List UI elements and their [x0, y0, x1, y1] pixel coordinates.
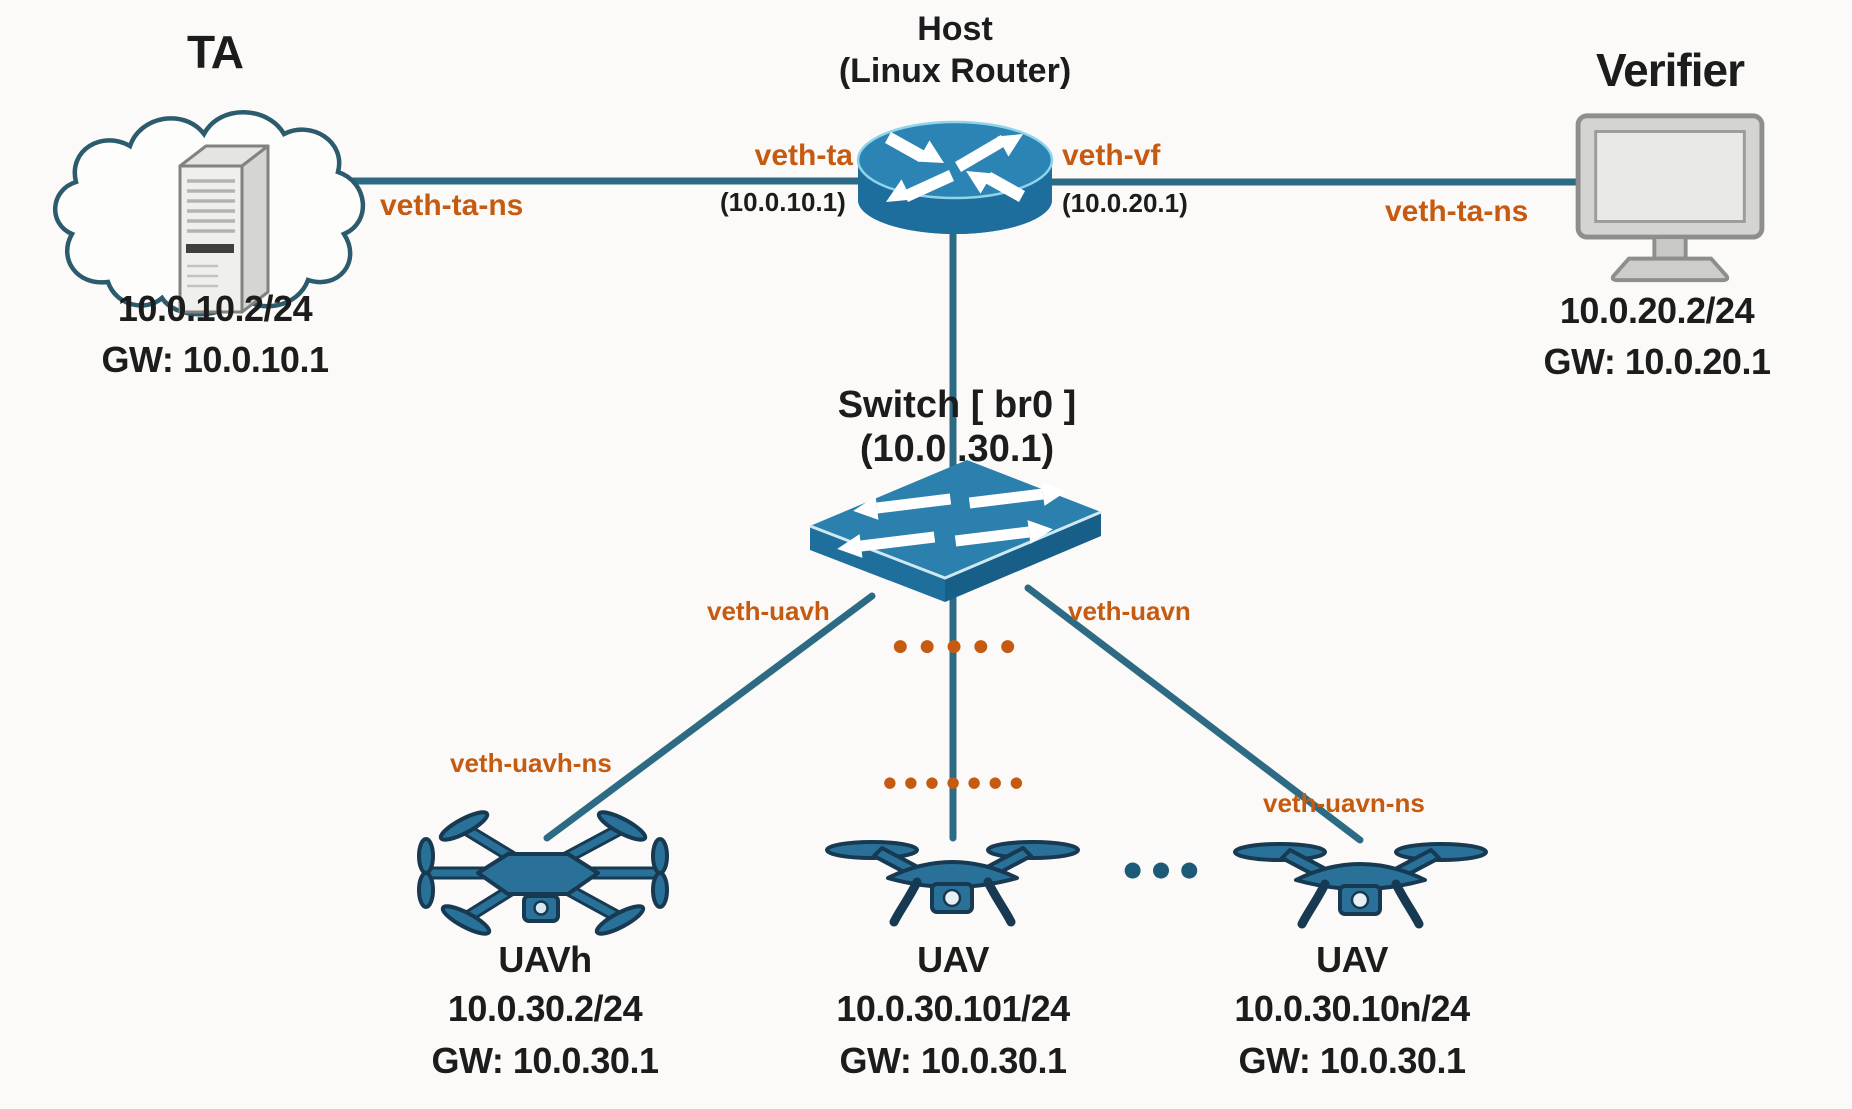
switch-icon	[809, 460, 1102, 602]
server-vents	[187, 179, 235, 233]
if-ip-veth-vf: (10.0.20.1)	[1062, 188, 1188, 218]
ellipsis-dots-orange-bottom: ●●●●●●●	[883, 773, 1031, 791]
if-label-veth-uavn-ns: veth-uavn-ns	[1263, 788, 1425, 818]
verifier-ip: 10.0.20.2/24	[1559, 290, 1755, 331]
server-lower-vents	[187, 264, 218, 288]
ta-title: TA	[187, 26, 244, 78]
uavh-ip: 10.0.30.2/24	[447, 988, 643, 1029]
verifier-title: Verifier	[1596, 44, 1745, 96]
camera-lens	[1350, 890, 1370, 910]
switch-title: Switch [ br0 ]	[837, 384, 1077, 426]
uav-mid-gateway: GW: 10.0.30.1	[839, 1040, 1067, 1081]
uav-n-gateway: GW: 10.0.30.1	[1238, 1040, 1466, 1081]
if-label-veth-ta-ns-right: veth-ta-ns	[1385, 195, 1529, 228]
ta-gateway: GW: 10.0.10.1	[101, 339, 329, 380]
if-label-veth-ta-ns-left: veth-ta-ns	[380, 189, 524, 222]
host-subtitle: (Linux Router)	[838, 52, 1072, 90]
uav-n-ip: 10.0.30.10n/24	[1234, 988, 1470, 1029]
server-slot	[186, 244, 234, 253]
uavh-title: UAVh	[498, 939, 592, 980]
monitor-base	[1610, 256, 1730, 283]
camera-lens	[533, 900, 549, 916]
ellipsis-dots-orange-top: ●●●●●	[892, 636, 1028, 656]
hexacopter-icon	[417, 810, 669, 936]
uav-n-title: UAV	[1316, 939, 1388, 980]
monitor-screen	[1594, 130, 1746, 223]
router-arrows	[885, 132, 1025, 202]
uav-mid-title: UAV	[917, 939, 989, 980]
monitor-icon	[1575, 113, 1765, 283]
if-label-veth-vf: veth-vf	[1062, 139, 1161, 172]
if-label-veth-ta: veth-ta	[754, 139, 853, 172]
link-switch-uavn	[1024, 584, 1364, 844]
quadcopter-icon	[825, 840, 1080, 927]
ta-ip: 10.0.10.2/24	[117, 288, 313, 329]
ellipsis-dots-blue: ●●●	[1123, 857, 1209, 881]
link-switch-uavh	[543, 592, 876, 842]
quadcopter-icon	[1233, 842, 1488, 929]
host-title: Host	[917, 10, 993, 48]
uav-mid-ip: 10.0.30.101/24	[836, 988, 1070, 1029]
switch-ip: (10.0 .30.1)	[859, 428, 1055, 470]
monitor-neck	[1652, 235, 1688, 261]
if-ip-veth-ta: (10.0.10.1)	[720, 187, 846, 217]
if-label-veth-uavn: veth-uavn	[1068, 596, 1191, 626]
switch-arrows	[837, 482, 1067, 558]
verifier-gateway: GW: 10.0.20.1	[1543, 341, 1771, 382]
camera-lens	[942, 888, 962, 908]
cloud-server-icon	[53, 110, 366, 317]
router-icon	[856, 120, 1054, 234]
uavh-gateway: GW: 10.0.30.1	[431, 1040, 659, 1081]
if-label-veth-uavh-ns: veth-uavh-ns	[450, 748, 612, 778]
if-label-veth-uavh: veth-uavh	[707, 596, 830, 626]
